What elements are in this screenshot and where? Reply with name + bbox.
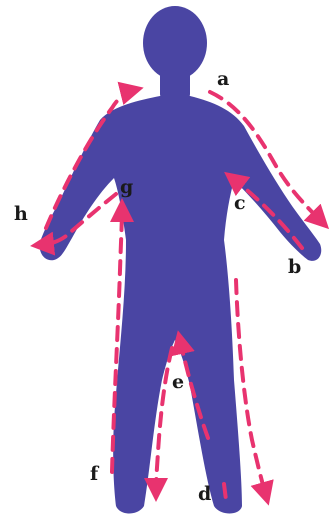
- label-e: e: [172, 371, 184, 393]
- label-c: c: [234, 192, 246, 214]
- silhouette-neck: [160, 70, 190, 100]
- silhouette-head: [143, 6, 207, 80]
- human-silhouette: [40, 6, 322, 514]
- path-segment-c-to-d: [236, 280, 266, 496]
- label-g: g: [120, 176, 133, 198]
- label-a: a: [217, 68, 229, 90]
- label-d: d: [198, 483, 211, 505]
- path-segment-d-inner: [224, 484, 226, 500]
- label-f: f: [90, 463, 100, 485]
- label-h: h: [14, 203, 28, 225]
- label-b: b: [288, 256, 301, 278]
